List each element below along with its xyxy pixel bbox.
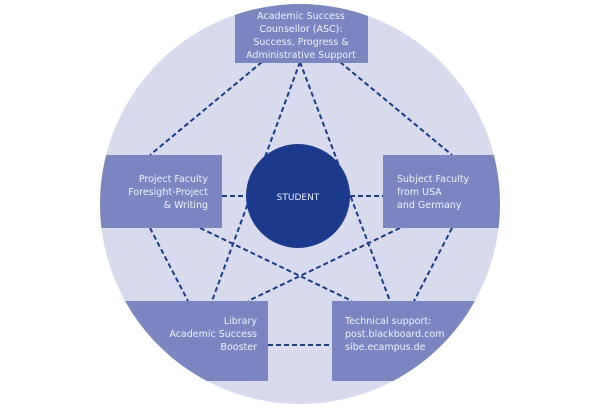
student-label: STUDENT: [277, 193, 320, 203]
asc-box: [235, 4, 368, 63]
project-faculty-line: Project Faculty: [139, 174, 209, 185]
library-line: Library: [224, 316, 258, 327]
library-text: Library Academic Success Booster: [169, 316, 257, 353]
subject-faculty-box: [383, 155, 500, 228]
technical-support-line: Technical support:: [344, 316, 431, 327]
connector-lines: [149, 61, 453, 346]
project-faculty-line: & Writing: [164, 200, 208, 211]
asc-line: Counsellor (ASC):: [259, 24, 342, 35]
subject-faculty-text: Subject Faculty from USA and Germany: [397, 174, 470, 211]
library-line: Booster: [220, 342, 257, 353]
technical-support-box: [332, 301, 500, 381]
library-line: Academic Success: [169, 329, 257, 340]
project-faculty-text: Project Faculty Foresight-Project & Writ…: [128, 174, 208, 211]
asc-text: Academic Success Counsellor (ASC): Succe…: [246, 11, 356, 61]
asc-line: Administrative Support: [246, 50, 356, 61]
library-box: [100, 301, 268, 381]
asc-line: Success, Progress &: [253, 37, 349, 48]
project-faculty-line: Foresight-Project: [128, 187, 208, 198]
technical-support-line: post.blackboard.com: [345, 329, 445, 340]
technical-support-line: sibe.ecampus.de: [345, 342, 426, 353]
subject-faculty-line: Subject Faculty: [397, 174, 470, 185]
student-circle: [246, 144, 350, 248]
subject-faculty-line: from USA: [397, 187, 442, 198]
technical-support-text: Technical support: post.blackboard.com s…: [344, 316, 445, 353]
subject-faculty-line: and Germany: [397, 200, 462, 211]
asc-line: Academic Success: [257, 11, 345, 22]
project-faculty-box: [100, 155, 222, 228]
